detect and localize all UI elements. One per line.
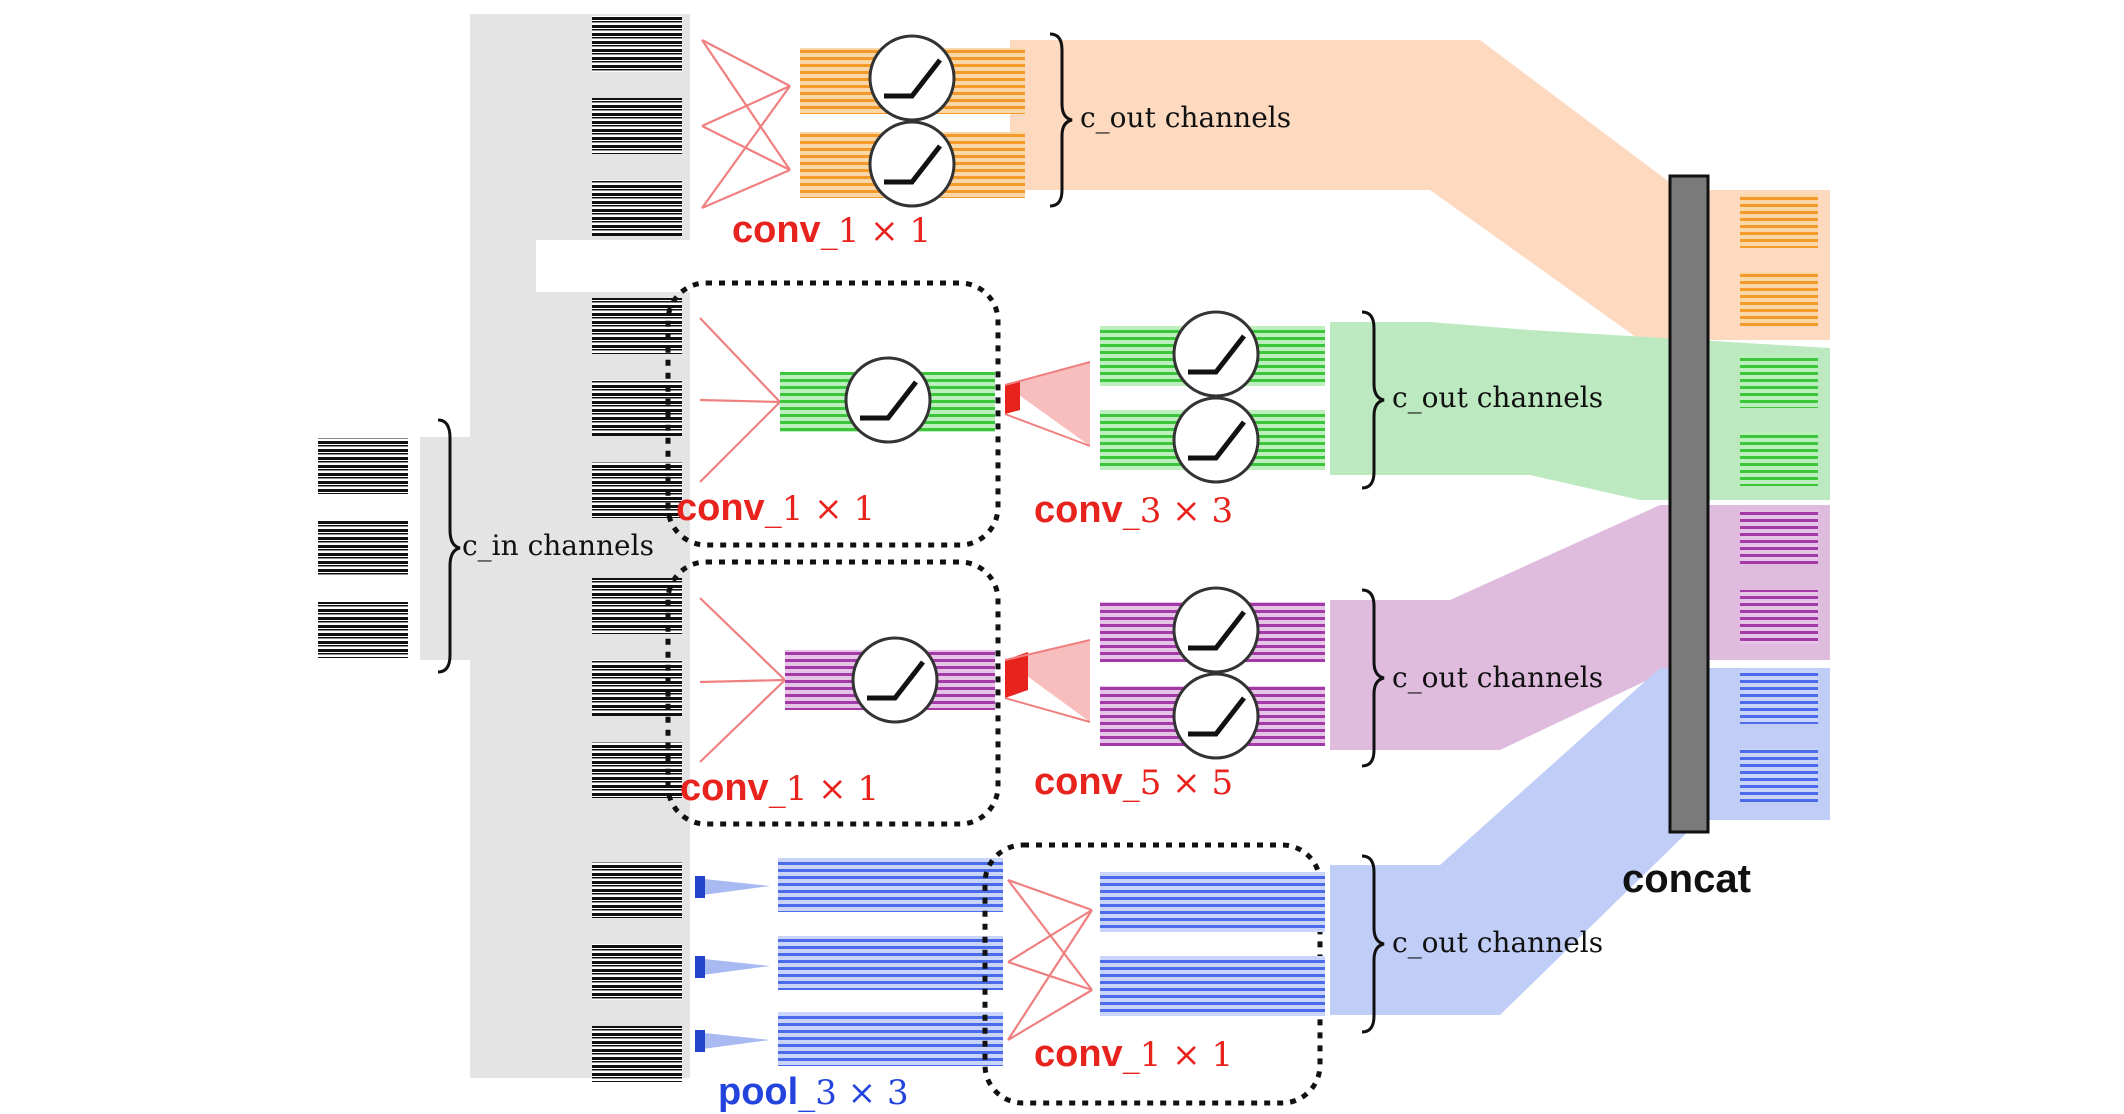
conv-kernel-lines [1007, 878, 1093, 1041]
output-purple-tensor [1740, 510, 1818, 564]
output-orange-tensor [1740, 272, 1818, 326]
relu-icon [1172, 586, 1260, 674]
cout-channels-label: c_out channels [1392, 381, 1603, 414]
cout-brace [1361, 588, 1385, 768]
input-tensor [318, 520, 408, 576]
conv-1x1-label: conv_1 × 1 [676, 487, 875, 529]
branch-input-tensor [592, 578, 682, 634]
relu-icon [868, 34, 956, 122]
conv-kernel-lines [701, 39, 791, 210]
bottleneck-box [665, 280, 1001, 548]
output-purple-tensor [1740, 590, 1818, 644]
cin-channels-label: c_in channels [462, 529, 654, 562]
relu-icon [1172, 396, 1260, 484]
blue-feature-map [778, 936, 1003, 990]
branch-pool: c_out channels pool_3 × 3 conv_1 × 1 [695, 842, 1603, 1113]
orange-output-band [1010, 40, 1830, 340]
conv-kernel-lines [699, 597, 786, 763]
pool-kernels [695, 876, 770, 1052]
relu-icon [851, 636, 939, 724]
conv-1x1-label: conv_1 × 1 [680, 767, 879, 809]
output-green-tensor [1740, 354, 1818, 408]
branch-input-tensor [592, 16, 682, 72]
pool-3x3-label: pool_3 × 3 [718, 1071, 909, 1113]
blue-feature-map [778, 1012, 1003, 1066]
cout-channels-label: c_out channels [1392, 926, 1603, 959]
cout-brace [1361, 854, 1385, 1034]
branch-input-tensor [592, 862, 682, 918]
conv-3x3-label: conv_3 × 3 [1034, 489, 1233, 531]
concat-bar [1668, 174, 1710, 834]
input-tensor [318, 438, 408, 494]
conv-3x3-kernel [1004, 361, 1091, 447]
bottleneck-box [665, 559, 1001, 827]
conv-1x1-label: conv_1 × 1 [1034, 1033, 1233, 1075]
cin-brace [437, 418, 461, 674]
branch-input-tensor [592, 944, 682, 1000]
bottleneck-box [982, 842, 1323, 1106]
input-distribution-band [420, 14, 690, 1078]
output-green-tensor [1740, 432, 1818, 486]
branch-input-tensor [592, 1026, 682, 1082]
relu-icon [1172, 310, 1260, 398]
branch-input-tensor [592, 98, 682, 154]
blue-feature-map [1100, 956, 1325, 1016]
branch-5x5: c_out channels conv_1 × 1 conv_5 × 5 [665, 559, 1603, 827]
conv-kernel-lines [699, 317, 781, 483]
input-tensor-stack [318, 438, 408, 658]
branch-3x3: c_out channels conv_1 × 1 conv_3 × 3 [665, 280, 1603, 548]
output-blue-tensor [1740, 670, 1818, 724]
conv-5x5-label: conv_5 × 5 [1034, 761, 1233, 803]
relu-icon [1172, 672, 1260, 760]
cout-brace [1049, 32, 1073, 208]
relu-icon [868, 120, 956, 208]
cout-channels-label: c_out channels [1392, 661, 1603, 694]
blue-feature-map [778, 858, 1003, 912]
conv-5x5-kernel [1004, 639, 1091, 723]
branch-1x1: c_out channels conv_1 × 1 [701, 32, 1291, 251]
relu-icon [844, 356, 932, 444]
cout-brace [1361, 310, 1385, 490]
concat-label: concat [1622, 857, 1751, 901]
output-blue-tensor [1740, 748, 1818, 802]
cout-channels-label: c_out channels [1080, 101, 1291, 134]
blue-feature-map [1100, 872, 1325, 932]
conv-1x1-label: conv_1 × 1 [732, 209, 931, 251]
input-tensor [318, 602, 408, 658]
concat-output-stack [1740, 194, 1818, 802]
output-orange-tensor [1740, 194, 1818, 248]
branch-input-tensor [592, 180, 682, 236]
